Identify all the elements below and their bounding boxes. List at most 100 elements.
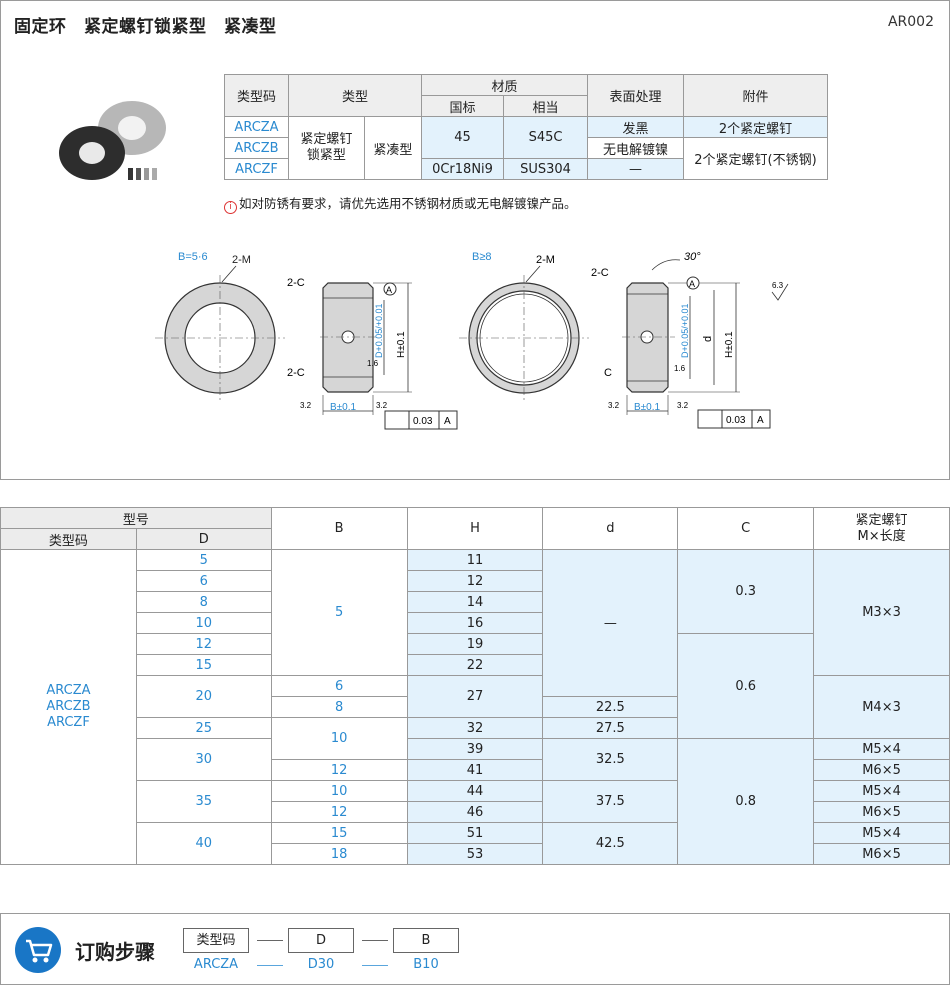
th-material: 材质 — [421, 74, 588, 96]
mat-eq-s45c: S45C — [503, 116, 588, 159]
cell-H: 32 — [406, 717, 544, 739]
th-C: C — [677, 507, 815, 550]
th-accessory: 附件 — [683, 74, 828, 117]
mat-std-sus: 0Cr18Ni9 — [421, 158, 504, 180]
cell-B: 12 — [270, 759, 408, 781]
cell-D: 35 — [135, 780, 272, 823]
ra63: 6.3 — [772, 281, 784, 290]
label-2m-left: 2-M — [232, 254, 251, 266]
cell-H: 51 — [406, 822, 544, 844]
label-d-left: D+0.05/+0.01 — [374, 303, 384, 358]
table-row: 6 12 — [1, 570, 950, 592]
label-b8: B≥8 — [472, 251, 492, 263]
mat-eq-sus304: SUS304 — [503, 158, 588, 180]
surface-nickel: 无电解镀镍 — [587, 137, 684, 159]
th-code: 类型码 — [0, 528, 137, 550]
label-small-d: d — [702, 336, 714, 342]
code-arczb: ARCZB — [224, 137, 289, 159]
perp-right: 0.03 — [726, 415, 746, 426]
cart-icon — [15, 927, 61, 973]
cell-screw: M6×5 — [813, 801, 950, 823]
cell-B: 10 — [270, 717, 408, 760]
label-c-right: C — [604, 367, 612, 379]
datum-a-left: A — [386, 285, 392, 295]
cell-H: 16 — [406, 612, 544, 634]
cell-d: 42.5 — [542, 822, 679, 865]
th-standard: 国标 — [421, 95, 504, 117]
table-row: 20 6 27 M4×3 — [1, 675, 950, 739]
order-title: 订购步骤 — [75, 940, 155, 964]
th-model: 型号 — [0, 507, 272, 529]
label-b56: B=5·6 — [178, 251, 208, 263]
cell-D: 20 — [135, 675, 272, 718]
cell-H: 39 — [406, 738, 544, 760]
table-row: 10 — [1, 717, 950, 760]
cell-H: 41 — [406, 759, 544, 781]
cell-C: 0.8 — [677, 738, 815, 865]
order-value-d: D30 — [307, 957, 335, 972]
dimension-table: 型号 B H d C 紧定螺钉 M×长度 类型码 D ARCZA ARCZB A… — [0, 507, 950, 865]
cell-D: 30 — [135, 738, 272, 781]
ra32-right-a: 3.2 — [608, 401, 620, 410]
th-D: D — [135, 528, 272, 550]
cell-screw: M6×5 — [813, 843, 950, 865]
table-row: 18 53 M6×5 — [1, 843, 950, 865]
order-label-b: B — [393, 928, 459, 953]
cell-H: 12 — [406, 570, 544, 592]
order-value-b: B10 — [413, 957, 439, 972]
cell-B: 8 — [270, 696, 408, 718]
table-row: 35 10 44 37.5 M5×4 — [1, 780, 950, 823]
cell-H: 44 — [406, 780, 544, 802]
cell-C: 0.6 — [677, 633, 815, 739]
cell-H: 22 — [406, 654, 544, 676]
th-H: H — [406, 507, 544, 550]
cell-D: 40 — [135, 822, 272, 865]
ra32-right-b: 3.2 — [677, 401, 689, 410]
surface-black: 发黑 — [587, 116, 684, 138]
table-row: 8 22.5 — [1, 696, 950, 718]
ra32-left-a: 3.2 — [300, 401, 312, 410]
table-row: 12 19 0.6 — [1, 633, 950, 739]
cell-H: 27 — [406, 675, 544, 718]
cell-H: 19 — [406, 633, 544, 655]
cell-D: 12 — [135, 633, 272, 655]
cell-B: 6 — [270, 675, 408, 697]
order-label-code: 类型码 — [183, 928, 249, 953]
cell-H: 14 — [406, 591, 544, 613]
page-title: 固定环 紧定螺钉锁紧型 紧凑型 — [14, 17, 277, 37]
table-row: 40 15 51 42.5 M5×4 — [1, 822, 950, 865]
cell-d: — — [542, 549, 679, 697]
table-row: ARCZA ARCZB ARCZF 5 5 11 — 0.3 M3×3 — [0, 549, 950, 865]
label-h-right: H±0.1 — [724, 331, 735, 358]
cell-D: 8 — [135, 591, 272, 613]
cell-B: 12 — [270, 801, 408, 823]
label-2c-bottom: 2-C — [287, 367, 305, 379]
ra16-right: 1.6 — [674, 364, 686, 373]
cell-screw: M3×3 — [813, 549, 950, 676]
cell-H: 46 — [406, 801, 544, 823]
th-surface: 表面处理 — [587, 74, 684, 117]
datum-a-right: A — [689, 279, 695, 289]
cell-screw: M5×4 — [813, 780, 950, 802]
cell-B: 10 — [270, 780, 408, 802]
label-d-right: D+0.05/+0.01 — [680, 303, 690, 358]
product-photo — [59, 101, 166, 180]
cell-screw: M5×4 — [813, 822, 950, 844]
cell-D: 15 — [135, 654, 272, 676]
label-2m-right: 2-M — [536, 254, 555, 266]
table-row: 30 39 32.5 0.8 M5×4 — [1, 738, 950, 865]
order-label-d: D — [288, 928, 354, 953]
label-angle: 30° — [684, 251, 701, 263]
table-row: 10 16 — [1, 612, 950, 634]
cell-B: 18 — [270, 843, 408, 865]
codes-cell: ARCZA ARCZB ARCZF — [0, 549, 137, 865]
table-row: 8 14 — [1, 591, 950, 613]
code-arczf: ARCZF — [224, 158, 289, 180]
type-compact: 紧凑型 — [363, 116, 423, 180]
th-d: d — [542, 507, 679, 550]
acc-screws: 2个紧定螺钉 — [683, 116, 828, 138]
cell-screw: M6×5 — [813, 759, 950, 781]
cell-d: 37.5 — [542, 780, 679, 823]
cell-screw: M4×3 — [813, 675, 950, 739]
